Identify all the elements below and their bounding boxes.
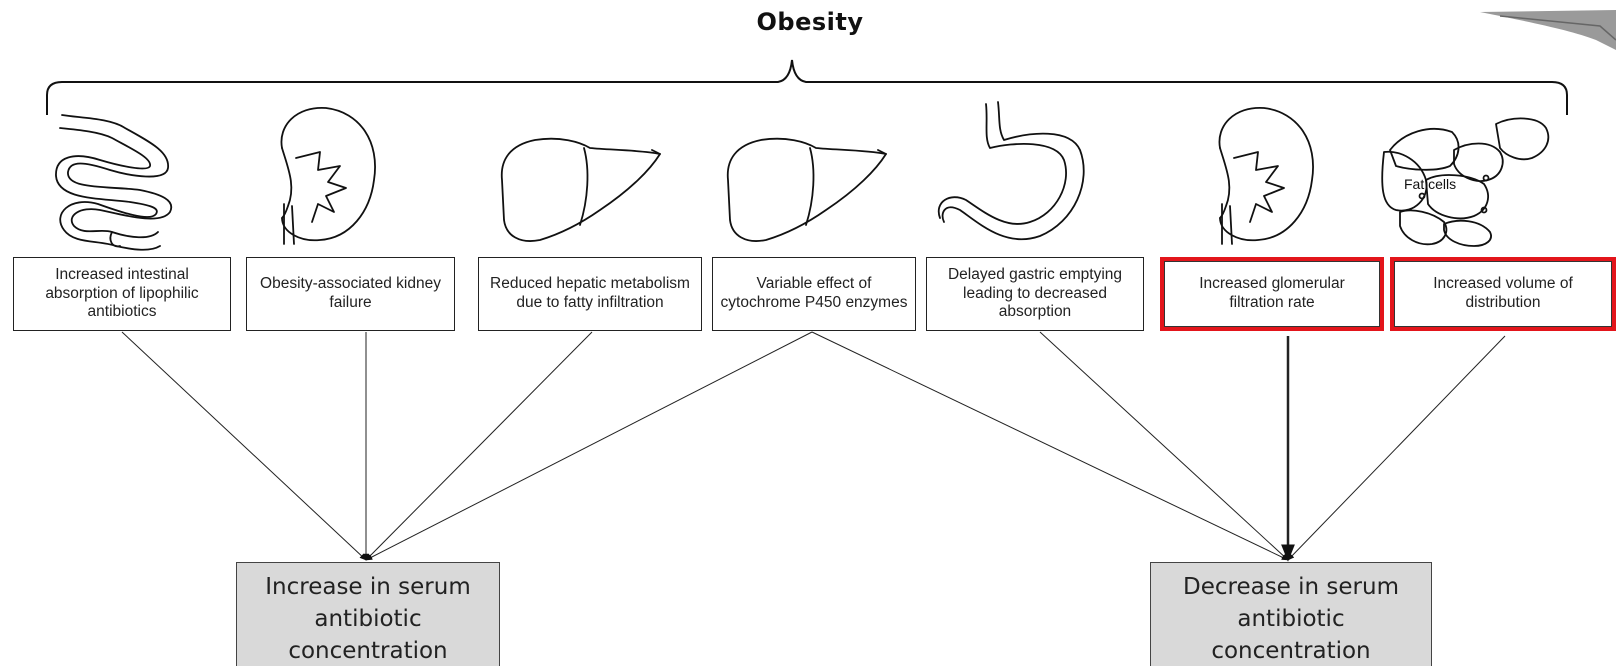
connector-hepatic-to-increase	[365, 331, 593, 561]
factor-box-volume-of-distribution: Increased volume of distribution	[1390, 257, 1616, 331]
factor-text: Obesity-associated kidney failure	[260, 275, 441, 311]
factor-box-gastric-emptying: Delayed gastric emptying leading to decr…	[926, 257, 1144, 331]
stomach-icon	[937, 101, 1085, 241]
outcome-text: Decrease in serum antibiotic concentrati…	[1183, 574, 1399, 665]
liver-icon	[726, 137, 887, 242]
connector-cyp450-to-increase	[365, 331, 813, 561]
factor-box-cytochrome-p450: Variable effect of cytochrome P450 enzym…	[712, 257, 916, 331]
kidney-icon	[1218, 107, 1314, 245]
curly-brace	[46, 59, 1568, 115]
factor-text: Variable effect of cytochrome P450 enzym…	[720, 275, 908, 311]
connector-gastric-to-decrease	[1039, 331, 1289, 561]
connector-cyp450-to-decrease	[811, 331, 1289, 561]
factor-text: Increased volume of distribution	[1433, 275, 1573, 311]
factor-text: Delayed gastric emptying leading to decr…	[947, 265, 1123, 321]
factor-box-intestinal-absorption: Increased intestinal absorption of lipop…	[13, 257, 231, 331]
connector-volume-to-decrease	[1287, 335, 1506, 561]
small-intestine-icon	[55, 114, 173, 251]
factor-box-kidney-failure: Obesity-associated kidney failure	[246, 257, 455, 331]
factor-box-glomerular-filtration: Increased glomerular filtration rate	[1160, 257, 1384, 331]
outcome-box-decrease: Decrease in serum antibiotic concentrati…	[1150, 562, 1432, 666]
outcome-text: Increase in serum antibiotic concentrati…	[265, 574, 471, 665]
liver-icon	[500, 137, 661, 242]
fat-cells-icon	[1381, 117, 1550, 247]
fat-cells-label: Fat cells	[1404, 176, 1456, 192]
connector-lines	[121, 331, 1506, 562]
outcome-box-increase: Increase in serum antibiotic concentrati…	[236, 562, 500, 666]
factor-text: Reduced hepatic metabolism due to fatty …	[490, 275, 690, 311]
photo-fragment	[1480, 10, 1616, 50]
factor-text: Increased glomerular filtration rate	[1199, 275, 1345, 311]
kidney-icon	[280, 107, 376, 245]
factor-text: Increased intestinal absorption of lipop…	[45, 265, 199, 321]
factor-box-hepatic-metabolism: Reduced hepatic metabolism due to fatty …	[478, 257, 702, 331]
connector-intestinal-to-increase	[121, 331, 367, 561]
diagram-title: Obesity	[756, 8, 864, 36]
